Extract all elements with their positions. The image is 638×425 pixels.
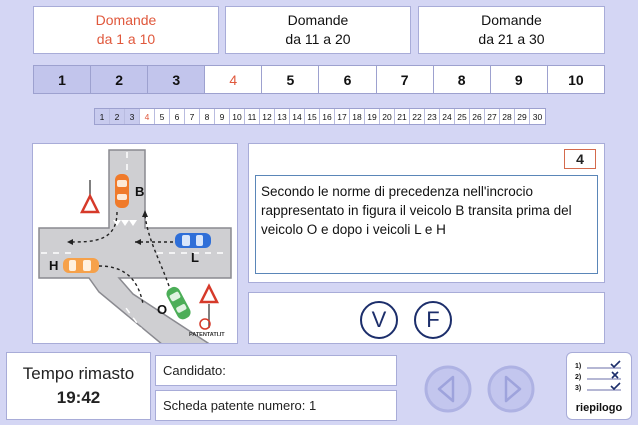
- timer-value: 19:42: [56, 388, 101, 407]
- strip-question-4[interactable]: 4: [140, 109, 155, 124]
- svg-text:2): 2): [575, 374, 581, 381]
- timer-panel: Tempo rimasto 19:42: [6, 352, 151, 420]
- false-button[interactable]: F: [414, 301, 452, 339]
- sheet-label: Scheda patente numero: 1: [163, 398, 317, 413]
- next-button[interactable]: [486, 364, 536, 414]
- summary-label: riepilogo: [575, 402, 623, 414]
- strip-question-2[interactable]: 2: [110, 109, 125, 124]
- strip-question-12[interactable]: 12: [260, 109, 275, 124]
- sheet-field: Scheda patente numero: 1: [155, 390, 397, 421]
- label-l: L: [191, 250, 199, 265]
- question-button-3[interactable]: 3: [148, 66, 206, 93]
- strip-question-29[interactable]: 29: [515, 109, 530, 124]
- strip-question-11[interactable]: 11: [245, 109, 260, 124]
- range-tab-range: da 1 a 10: [96, 31, 156, 47]
- svg-text:3): 3): [575, 385, 581, 392]
- strip-question-25[interactable]: 25: [455, 109, 470, 124]
- range-tab-21-30[interactable]: Domande da 21 a 30: [418, 6, 605, 54]
- car-h: [63, 258, 99, 273]
- range-tab-title: Domande: [481, 12, 542, 28]
- strip-question-10[interactable]: 10: [230, 109, 245, 124]
- strip-question-7[interactable]: 7: [185, 109, 200, 124]
- false-label: F: [426, 307, 440, 332]
- watermark: PATENTATI.IT: [189, 332, 225, 338]
- question-text: Secondo le norme di precedenza nell'incr…: [255, 175, 598, 274]
- question-button-10[interactable]: 10: [547, 66, 604, 93]
- arrow-right-icon: [487, 365, 535, 413]
- timer-label: Tempo rimasto: [22, 364, 135, 383]
- question-number: 4: [564, 149, 596, 169]
- strip-question-8[interactable]: 8: [200, 109, 215, 124]
- label-h: H: [49, 258, 58, 273]
- question-image: B L H O PATENTATI.IT: [32, 143, 238, 344]
- steering-wheel-icon: [199, 318, 211, 330]
- strip-question-26[interactable]: 26: [470, 109, 485, 124]
- label-o: O: [157, 302, 167, 317]
- candidate-field: Candidato:: [155, 355, 397, 386]
- question-button-8[interactable]: 8: [433, 66, 491, 93]
- svg-text:1): 1): [575, 363, 581, 370]
- strip-question-5[interactable]: 5: [155, 109, 170, 124]
- strip-question-3[interactable]: 3: [125, 109, 140, 124]
- strip-question-14[interactable]: 14: [290, 109, 305, 124]
- label-b: B: [135, 184, 144, 199]
- range-tab-range: da 11 a 20: [285, 31, 351, 47]
- question-button-4[interactable]: 4: [205, 66, 263, 93]
- car-o: [166, 286, 191, 320]
- question-button-9[interactable]: 9: [490, 66, 548, 93]
- summary-button[interactable]: 1) 2) 3) riepilogo: [566, 352, 632, 420]
- strip-question-24[interactable]: 24: [440, 109, 455, 124]
- strip-question-9[interactable]: 9: [215, 109, 230, 124]
- strip-question-18[interactable]: 18: [350, 109, 365, 124]
- range-tab-title: Domande: [95, 12, 157, 28]
- question-button-5[interactable]: 5: [262, 66, 320, 93]
- candidate-label: Candidato:: [163, 363, 226, 378]
- strip-question-17[interactable]: 17: [335, 109, 350, 124]
- strip-question-28[interactable]: 28: [500, 109, 515, 124]
- strip-question-21[interactable]: 21: [395, 109, 410, 124]
- strip-question-22[interactable]: 22: [410, 109, 425, 124]
- true-button[interactable]: V: [360, 301, 398, 339]
- true-label: V: [371, 307, 387, 332]
- question-button-1[interactable]: 1: [34, 66, 92, 93]
- prev-button[interactable]: [423, 364, 473, 414]
- question-button-2[interactable]: 2: [91, 66, 149, 93]
- range-tab-1-10[interactable]: Domande da 1 a 10: [33, 6, 219, 54]
- strip-question-6[interactable]: 6: [170, 109, 185, 124]
- range-tab-title: Domande: [287, 12, 349, 28]
- strip-question-27[interactable]: 27: [485, 109, 500, 124]
- strip-question-15[interactable]: 15: [305, 109, 320, 124]
- question-panel: 4 Secondo le norme di precedenza nell'in…: [248, 143, 605, 283]
- answer-panel: V F: [248, 292, 605, 344]
- strip-question-13[interactable]: 13: [275, 109, 290, 124]
- strip-question-23[interactable]: 23: [425, 109, 440, 124]
- strip-question-1[interactable]: 1: [95, 109, 110, 124]
- strip-question-30[interactable]: 30: [532, 111, 543, 122]
- intersection-illustration: B L H O PATENTATI.IT: [38, 149, 232, 343]
- car-b: [115, 174, 129, 208]
- range-tab-11-20[interactable]: Domande da 11 a 20: [225, 6, 411, 54]
- question-button-7[interactable]: 7: [376, 66, 434, 93]
- car-l: [175, 233, 211, 248]
- strip-question-16[interactable]: 16: [320, 109, 335, 124]
- question-button-6[interactable]: 6: [319, 66, 377, 93]
- strip-question-19[interactable]: 19: [365, 109, 380, 124]
- range-tab-range: da 21 a 30: [478, 31, 545, 47]
- arrow-left-icon: [424, 365, 472, 413]
- strip-question-20[interactable]: 20: [380, 109, 395, 124]
- checklist-icon: 1) 2) 3): [575, 360, 621, 392]
